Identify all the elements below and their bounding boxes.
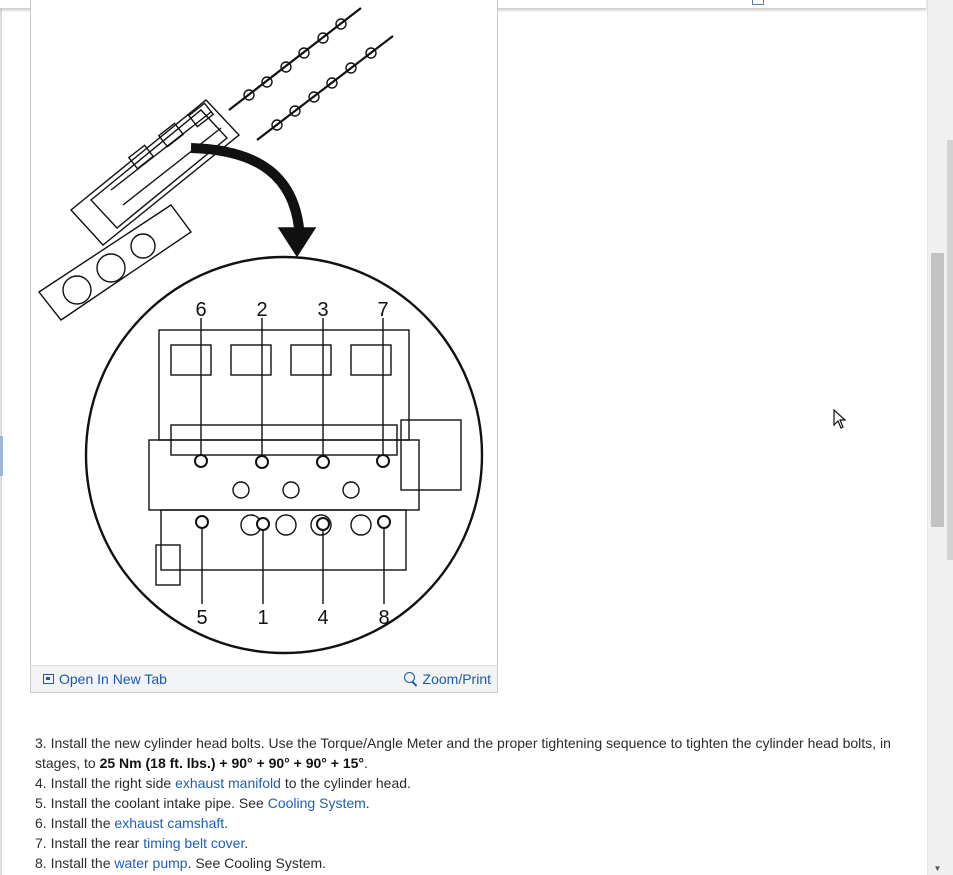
callout-top-2: 2 [256, 299, 267, 321]
mouse-cursor-icon [833, 409, 847, 429]
callout-bottom-1: 5 [196, 607, 207, 629]
step-text-end: . [365, 795, 370, 811]
step-number: 7. [35, 835, 47, 851]
vertical-scrollbar[interactable]: ▼ [927, 0, 953, 875]
step-7: 7. Install the rear timing belt cover. [32, 833, 912, 853]
water-pump-link[interactable]: water pump [114, 855, 188, 871]
exploded-gasket [37, 204, 192, 321]
step-6: 6. Install the exhaust camshaft. [32, 813, 912, 833]
cooling-system-link[interactable]: Cooling System [267, 795, 366, 811]
torque-spec: 25 Nm (18 ft. lbs.) + 90° + 90° + 90° + … [99, 755, 365, 771]
leader-lines-bottom [201, 522, 385, 604]
left-rail [0, 0, 3, 875]
exhaust-manifold-link[interactable]: exhaust manifold [175, 775, 281, 791]
open-in-new-tab-label: Open In New Tab [59, 671, 167, 687]
exploded-bolts-row-2 [256, 35, 394, 141]
figure-container: 6 2 3 7 5 1 4 8 Open In New Tab Zoom/Pri… [30, 0, 498, 693]
step-text: Install the coolant intake pipe. See [50, 795, 268, 811]
step-text: Install the new cylinder head bolts. Use… [35, 735, 891, 771]
cylinder-head-diagram: 6 2 3 7 5 1 4 8 [37, 7, 484, 655]
timing-belt-cover-link[interactable]: timing belt cover [143, 835, 245, 851]
exploded-cylinder-head [69, 99, 241, 246]
exploded-bolts-row-1 [228, 7, 362, 111]
leader-lines-top [200, 318, 384, 460]
figure-toolbar: Open In New Tab Zoom/Print [31, 665, 497, 692]
step-text-end: . See Cooling System. [187, 855, 327, 871]
callout-bottom-4: 8 [378, 607, 389, 629]
outer-scrollbar-thumb[interactable] [947, 140, 953, 560]
zoom-print-icon [403, 672, 418, 687]
bolt-heads-bottom-row [195, 515, 391, 531]
scroll-down-arrow-icon[interactable]: ▼ [933, 864, 942, 873]
zoom-print-label: Zoom/Print [422, 671, 491, 687]
step-4: 4. Install the right side exhaust manifo… [32, 773, 912, 793]
step-number: 5. [35, 795, 47, 811]
left-rail-mark [0, 436, 3, 476]
scrollbar-thumb[interactable] [931, 253, 944, 527]
callout-top-4: 7 [377, 299, 388, 321]
step-text-end: . [224, 815, 229, 831]
direction-arrow [190, 143, 304, 229]
step-number: 3. [35, 735, 47, 751]
step-text: Install the rear [50, 835, 144, 851]
procedure-steps: 3. Install the new cylinder head bolts. … [32, 733, 912, 873]
open-new-tab-icon [43, 674, 54, 684]
callout-bottom-3: 4 [317, 607, 328, 629]
step-text: Install the [50, 815, 115, 831]
arrow-head [277, 227, 317, 258]
step-number: 8. [35, 855, 47, 871]
step-text-end: . [244, 835, 249, 851]
step-text-end: . [364, 755, 368, 771]
bolt-heads-top-row [194, 454, 390, 469]
zoom-print-button[interactable]: Zoom/Print [403, 671, 491, 687]
step-text-end: to the cylinder head. [280, 775, 411, 791]
step-text: Install the right side [50, 775, 176, 791]
magnified-view-circle [84, 255, 484, 655]
callout-top-1: 6 [195, 299, 206, 321]
callout-bottom-2: 1 [257, 607, 268, 629]
step-8: 8. Install the water pump. See Cooling S… [32, 853, 912, 873]
step-number: 6. [35, 815, 47, 831]
step-text: Install the [50, 855, 115, 871]
exhaust-camshaft-link[interactable]: exhaust camshaft [114, 815, 225, 831]
step-number: 4. [35, 775, 47, 791]
open-in-new-tab-button[interactable]: Open In New Tab [43, 671, 167, 687]
callout-top-3: 3 [317, 299, 328, 321]
overlay-icon [752, 0, 764, 5]
step-3: 3. Install the new cylinder head bolts. … [32, 733, 912, 773]
step-5: 5. Install the coolant intake pipe. See … [32, 793, 912, 813]
engine-block-outline [148, 329, 462, 586]
